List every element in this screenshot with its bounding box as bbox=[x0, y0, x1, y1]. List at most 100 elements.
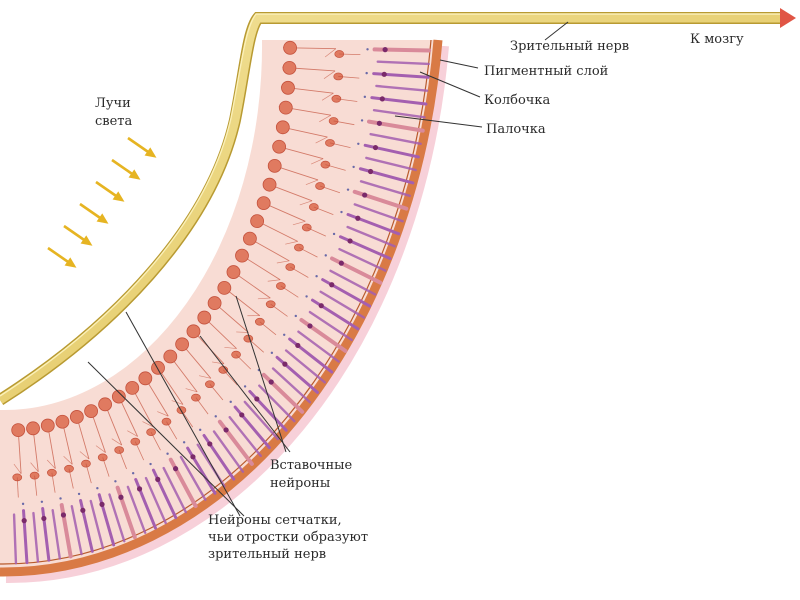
light-ray-arrow-head bbox=[96, 213, 109, 224]
synapse-dot bbox=[294, 314, 297, 318]
synapse-dot bbox=[21, 502, 25, 506]
synapse-dot bbox=[315, 275, 318, 278]
ganglion-neuron bbox=[69, 410, 84, 424]
neuron-dendrite bbox=[185, 388, 198, 393]
leader-pigment bbox=[439, 59, 479, 69]
rod-cell bbox=[12, 513, 18, 565]
ganglion-neuron bbox=[250, 214, 265, 229]
ganglion-neuron bbox=[272, 139, 287, 154]
ganglion-label-line3: зрительный нерв bbox=[208, 547, 326, 562]
interneuron-process bbox=[150, 431, 161, 451]
photoreceptor-nucleus bbox=[190, 454, 196, 460]
leader-optic-nerve bbox=[544, 21, 569, 41]
ganglion-neuron bbox=[111, 389, 126, 404]
ganglion-neuron bbox=[151, 360, 165, 375]
neuron-dendrite bbox=[142, 421, 154, 428]
neuron-dendrite bbox=[267, 279, 281, 282]
light-ray-arrow-head bbox=[64, 257, 77, 268]
interneuron-process bbox=[306, 227, 327, 237]
rod-cell bbox=[359, 180, 411, 198]
ganglion-neuron bbox=[235, 248, 249, 263]
photoreceptor-nucleus bbox=[21, 518, 27, 524]
photoreceptor-nucleus bbox=[379, 96, 385, 102]
interneuron-process bbox=[166, 421, 178, 440]
neuron-dendrite bbox=[285, 241, 298, 245]
photoreceptor-nucleus bbox=[118, 494, 124, 500]
synapse-dot bbox=[166, 452, 169, 455]
ganglion-neuron bbox=[242, 231, 257, 246]
light-ray-arrow-head bbox=[112, 191, 125, 202]
synapse-dot bbox=[360, 119, 364, 122]
photoreceptor-nucleus bbox=[254, 396, 260, 402]
photoreceptor-nucleus bbox=[362, 192, 368, 198]
rod-cell bbox=[284, 349, 326, 384]
interneuron-process bbox=[270, 303, 288, 317]
photoreceptor-nucleus bbox=[318, 303, 324, 309]
photoreceptor-nucleus bbox=[329, 282, 335, 288]
ganglion-neuron bbox=[11, 423, 26, 438]
rod-cell bbox=[369, 132, 422, 146]
synapse-dot bbox=[59, 497, 62, 500]
ganglion-neuron bbox=[138, 371, 153, 386]
pigment-layer-label: Пигментный слой bbox=[484, 64, 608, 79]
interneuron-process bbox=[51, 472, 56, 493]
neuron-dendrite bbox=[257, 297, 271, 300]
photoreceptor-nucleus bbox=[295, 342, 301, 349]
interneurons-label-line1: Вставочные bbox=[270, 458, 353, 473]
rod-cell bbox=[329, 269, 377, 296]
synapse-dot bbox=[131, 472, 135, 475]
synapse-dot bbox=[229, 400, 232, 404]
synapse-dot bbox=[363, 95, 367, 99]
ganglion-neuron bbox=[217, 281, 232, 295]
ganglion-neuron bbox=[278, 100, 293, 115]
rod-cell bbox=[89, 499, 105, 550]
photoreceptor-nucleus bbox=[136, 486, 143, 492]
neuron-dendrite bbox=[63, 456, 73, 465]
photoreceptor-nucleus bbox=[223, 427, 229, 433]
photoreceptor-nucleus bbox=[239, 412, 245, 418]
ganglion-neuron bbox=[175, 337, 190, 352]
interneuron-process bbox=[313, 206, 334, 216]
light-rays-label-line1: Лучи bbox=[95, 96, 131, 111]
light-rays bbox=[47, 136, 157, 268]
leader-interneuron-2 bbox=[199, 335, 291, 453]
ganglion-neuron bbox=[283, 40, 298, 55]
photoreceptor-nucleus bbox=[155, 476, 161, 482]
neuron-dendrite bbox=[157, 411, 169, 417]
rod-cell bbox=[365, 156, 417, 172]
to-brain-arrow bbox=[780, 8, 796, 28]
photoreceptor-nucleus bbox=[268, 379, 274, 385]
ganglion-neuron bbox=[55, 414, 70, 429]
synapse-dot bbox=[40, 500, 44, 503]
ganglion-neuron bbox=[282, 60, 297, 75]
ganglion-neuron bbox=[125, 381, 140, 395]
leader-ganglion-2 bbox=[87, 361, 245, 517]
synapse-dot bbox=[346, 188, 350, 191]
rod-cell bbox=[297, 330, 340, 363]
neuron-dendrite bbox=[311, 158, 324, 165]
neuron-dendrite bbox=[321, 92, 334, 101]
interneuron-process bbox=[134, 441, 145, 461]
photoreceptor-nucleus bbox=[172, 466, 179, 472]
ganglion-neuron bbox=[262, 177, 277, 192]
synapse-dot bbox=[114, 480, 117, 483]
rod-cell bbox=[162, 466, 187, 514]
ganglion-neuron bbox=[275, 120, 290, 135]
neuron-dendrite bbox=[171, 400, 184, 405]
rod-cell bbox=[51, 509, 62, 560]
light-rays-label-line2: света bbox=[95, 114, 132, 129]
rod-cell bbox=[271, 367, 312, 404]
interneuron-process bbox=[319, 185, 341, 194]
optic-nerve-highlight bbox=[0, 13, 780, 397]
synapse-dot bbox=[270, 351, 274, 355]
photoreceptor-nucleus bbox=[80, 507, 86, 513]
synapse-dot bbox=[352, 165, 355, 169]
interneuron-process bbox=[118, 449, 127, 470]
rod-cell bbox=[144, 476, 167, 525]
photoreceptor-nucleus bbox=[372, 144, 379, 151]
photoreceptor-nucleus bbox=[41, 515, 47, 522]
rod-label: Палочка bbox=[486, 122, 546, 137]
rod-cell bbox=[179, 455, 207, 501]
ganglion-neuron bbox=[281, 80, 295, 95]
interneuron-process bbox=[102, 457, 110, 477]
